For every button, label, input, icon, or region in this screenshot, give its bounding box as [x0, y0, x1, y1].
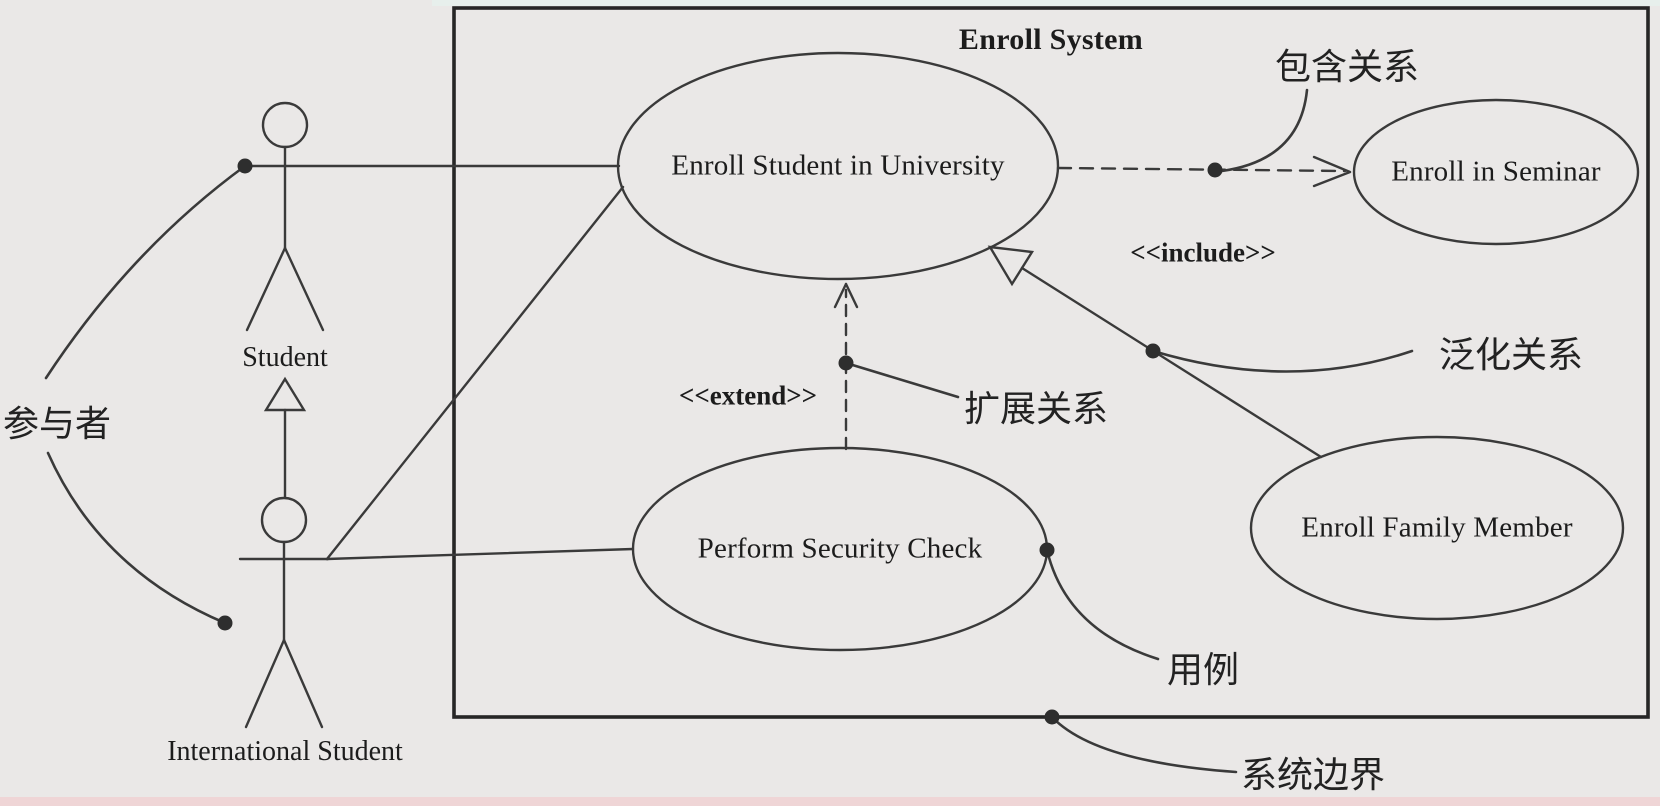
dot-use-case-edge: [1039, 542, 1055, 558]
callout-use-case: [1045, 548, 1160, 661]
actor-figure-international-student: [238, 496, 330, 729]
international-student-head: [260, 496, 308, 544]
anchor-dots: [217, 158, 1223, 725]
extend-arrowhead: [833, 282, 859, 309]
top-edge-artifact: [432, 0, 1660, 6]
dot-system-boundary: [1044, 709, 1060, 725]
use-case-ellipse-enroll-in-seminar: [1352, 98, 1640, 246]
student-legs: [245, 246, 325, 332]
callout-actor-upper: [44, 164, 247, 380]
annotation-include-relation: 包含关系: [1274, 46, 1420, 87]
use-case-generalization-line: [1020, 266, 1323, 459]
annotation-use-case: 用例: [1166, 649, 1240, 690]
annotation-generalization-relation: 泛化关系: [1438, 334, 1584, 375]
stereotype-include: <<include>>: [1130, 237, 1276, 268]
include-arrowhead: [1312, 155, 1352, 188]
callout-actor-lower: [46, 451, 227, 625]
use-case-label-enroll-in-seminar: Enroll in Seminar: [1391, 155, 1601, 188]
include-dashed-line: [1056, 166, 1347, 173]
actor-generalization-triangle: [263, 376, 307, 412]
actor-figure-student: [245, 101, 325, 332]
use-case-label-enroll-family-member: Enroll Family Member: [1301, 511, 1573, 544]
association-intl-student-enroll-university: [325, 185, 625, 561]
annotation-system-boundary: 系统边界: [1240, 754, 1386, 795]
dot-student-arm: [237, 158, 253, 174]
actor-label-international-student: International Student: [167, 736, 403, 767]
callout-extend-relation: [844, 361, 960, 399]
callout-include-relation: [1220, 88, 1309, 173]
dot-extend-line: [838, 355, 854, 371]
use-case-ellipse-enroll-family-member: [1249, 435, 1625, 621]
callout-curves: [44, 88, 1414, 774]
international-student-legs: [244, 638, 324, 729]
association-intl-student-security-check: [325, 547, 635, 561]
actor-label-student: Student: [242, 342, 328, 373]
dot-generalization-line: [1145, 343, 1161, 359]
use-case-label-perform-security-check: Perform Security Check: [697, 532, 983, 565]
callout-system-boundary: [1050, 715, 1238, 774]
dot-intl-student: [217, 615, 233, 631]
dot-include-line: [1207, 162, 1223, 178]
student-head: [261, 101, 309, 149]
use-case-label-enroll-student-in-university: Enroll Student in University: [671, 149, 1005, 182]
annotation-actor: 参与者: [2, 403, 112, 444]
system-title: Enroll System: [958, 23, 1144, 56]
callout-generalization-relation: [1151, 349, 1414, 373]
use-case-generalization-triangle: [987, 245, 1035, 287]
bottom-edge-artifact: [0, 797, 1660, 806]
stereotype-extend: <<extend>>: [678, 380, 818, 411]
annotation-extend-relation: 扩展关系: [963, 388, 1109, 429]
